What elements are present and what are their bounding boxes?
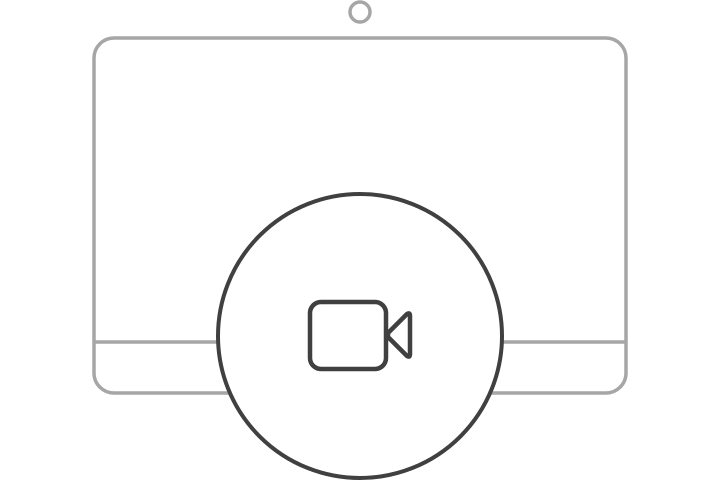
video-camera-badge: [216, 192, 504, 480]
video-camera-icon: [307, 299, 413, 372]
video-camera-lens: [385, 311, 413, 359]
badge-circle: [216, 192, 504, 480]
camera-sensor-icon: [348, 0, 372, 24]
